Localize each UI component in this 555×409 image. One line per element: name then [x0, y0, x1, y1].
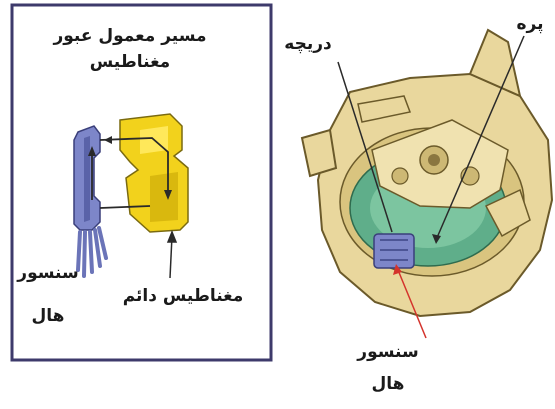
vane-label: پره [500, 14, 555, 35]
inset-title-line1: مسیر معمول عبور [20, 26, 240, 47]
distributor-assembly [302, 30, 552, 316]
inset-hall-sensor-label-line2: هال [2, 306, 94, 327]
main-hall-sensor-label-line1: سنسور [338, 342, 438, 363]
inset-title-line2: مغناطیس [20, 52, 240, 73]
main-hall-sensor-label-line2: هال [338, 374, 438, 395]
inset-magnet-label: مغناطیس دائم [108, 286, 258, 307]
inset-hall-sensor-label-line1: سنسور [2, 263, 94, 284]
window-label: دریچه [268, 34, 348, 55]
